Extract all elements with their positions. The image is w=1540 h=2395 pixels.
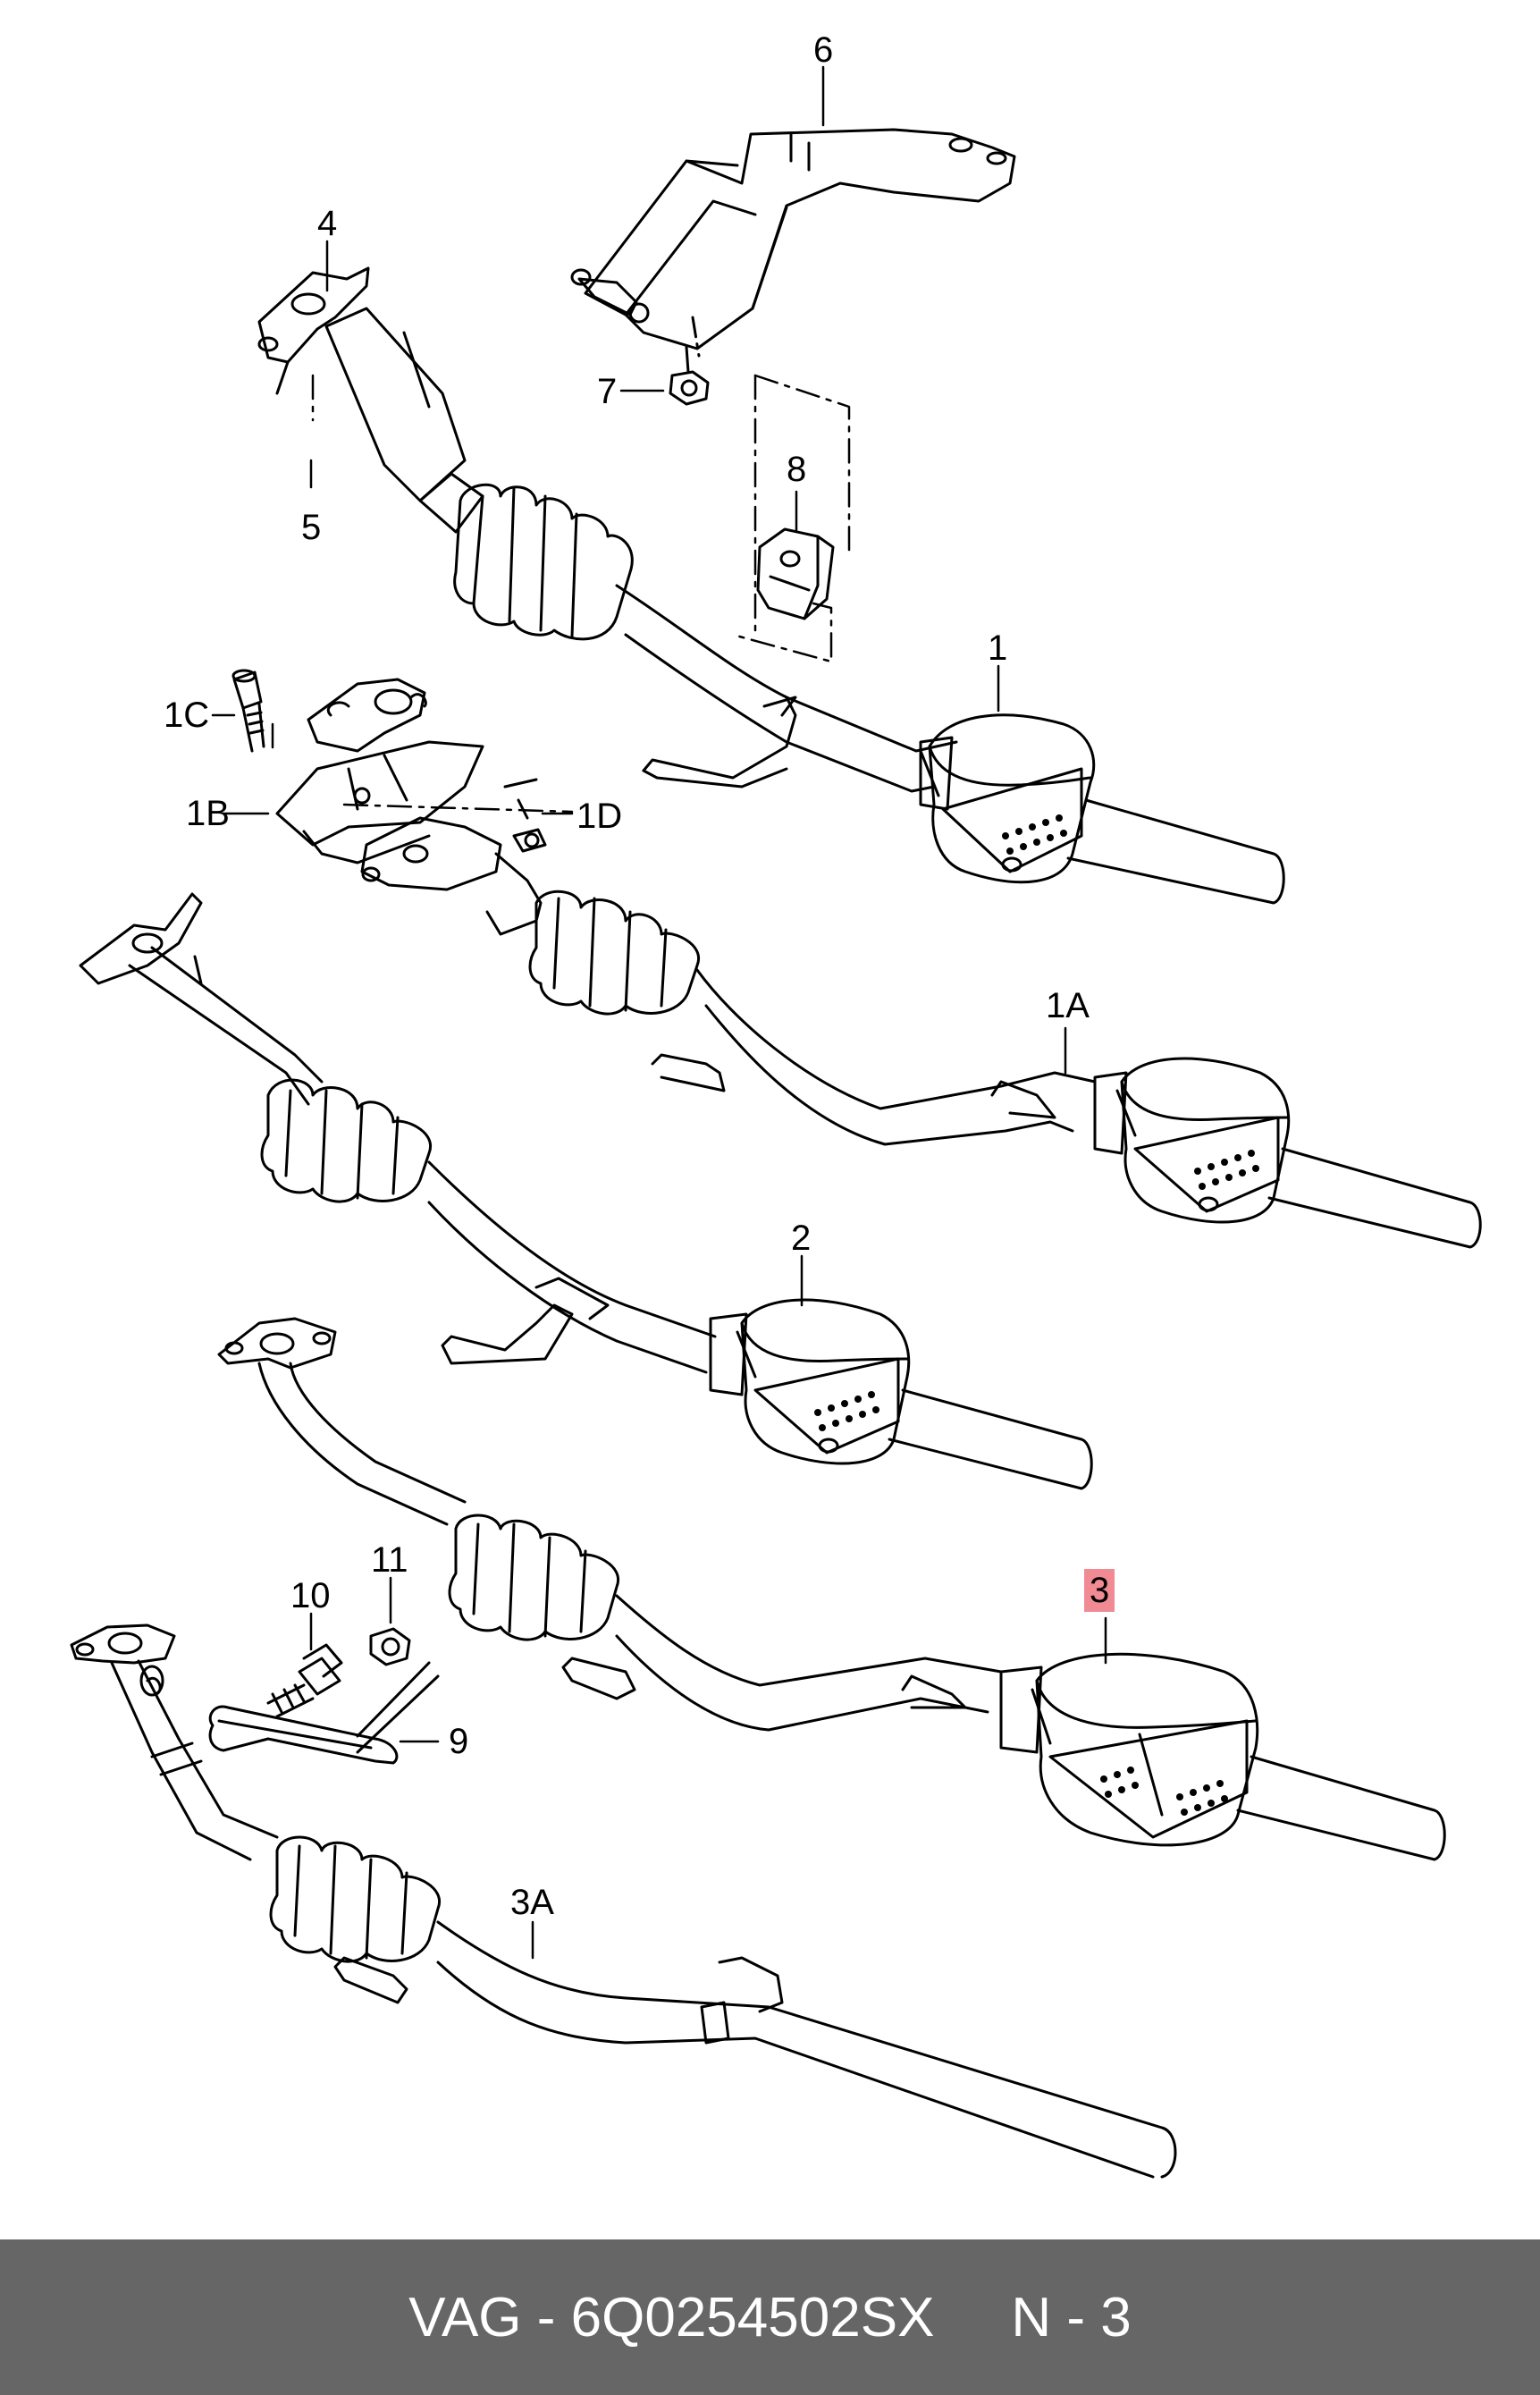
- catalytic-converter-1A: [275, 678, 1482, 1249]
- bolt-1C: [231, 669, 265, 753]
- exhaust-catalytic-converter-diagram: [70, 65, 1482, 2179]
- callout-3: 3: [1084, 1569, 1115, 1612]
- footer-bar: VAG - 6Q0254502SX N - 3: [0, 2239, 1540, 2395]
- callout-1: 1: [988, 628, 1008, 668]
- assembly-leader-lines: [271, 374, 851, 814]
- callout-7: 7: [597, 372, 618, 411]
- callout-8: 8: [787, 450, 807, 489]
- callout-1A: 1A: [1046, 986, 1090, 1025]
- callout-5: 5: [301, 508, 322, 547]
- callout-4: 4: [317, 204, 338, 243]
- callout-9: 9: [449, 1722, 469, 1761]
- nut-7: [669, 345, 710, 406]
- callout-3A: 3A: [510, 1883, 554, 1922]
- callout-11: 11: [371, 1540, 408, 1580]
- callout-1C: 1C: [164, 696, 210, 735]
- part-number-text: VAG - 6Q0254502SX: [408, 2286, 935, 2349]
- catalytic-converter-3: [217, 1317, 1446, 1861]
- clamp-9: [208, 1661, 440, 1765]
- callout-6: 6: [813, 30, 834, 70]
- callout-1B: 1B: [186, 794, 230, 833]
- catalytic-converter-2: [79, 892, 1093, 1490]
- callout-2: 2: [791, 1219, 812, 1258]
- catalytic-converter-1: [257, 266, 1285, 905]
- callout-10: 10: [290, 1576, 331, 1615]
- downpipe-3A: [70, 1623, 1177, 2179]
- callout-1D: 1D: [576, 797, 623, 836]
- bolt-1D: [503, 778, 547, 853]
- nut-11: [369, 1627, 411, 1666]
- callout-leader-lines: [211, 65, 1107, 1960]
- bolt-10: [266, 1643, 343, 1718]
- support-bracket: [570, 128, 1016, 358]
- position-number-text: N - 3: [1011, 2286, 1132, 2349]
- footer-text: VAG - 6Q0254502SX N - 3: [0, 2239, 1540, 2395]
